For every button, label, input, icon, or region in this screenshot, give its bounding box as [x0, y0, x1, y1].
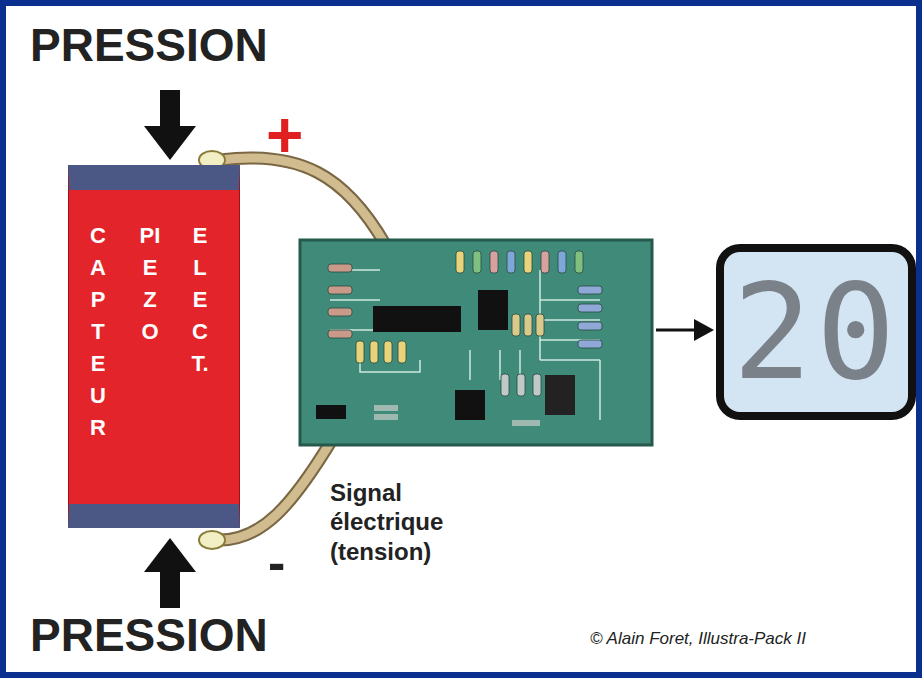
- resistor-symbol: [512, 314, 520, 336]
- resistor-symbol: [536, 314, 544, 336]
- pressure-label: PRESSION: [30, 610, 268, 661]
- vertical-label: PIEZO: [139, 220, 161, 348]
- polarity-sign: +: [266, 100, 303, 170]
- resistor-symbol: [524, 314, 532, 336]
- resistor-symbol: [356, 341, 364, 363]
- resistor-symbol: [558, 251, 566, 273]
- resistor-symbol: [384, 341, 392, 363]
- resistor-symbol: [575, 251, 583, 273]
- circuit-board: [300, 240, 652, 445]
- resistor-symbol: [370, 341, 378, 363]
- vertical-label: CAPTEUR: [87, 220, 109, 444]
- resistor-symbol: [533, 374, 541, 396]
- resistor-symbol: [398, 341, 406, 363]
- pressure-label: PRESSION: [30, 20, 268, 71]
- resistor-symbol: [490, 251, 498, 273]
- resistor-symbol: [541, 251, 549, 273]
- resistor-symbol: [473, 251, 481, 273]
- resistor-symbol: [578, 304, 602, 312]
- resistor-symbol: [456, 251, 464, 273]
- signal-label: Signal électrique (tension): [330, 478, 500, 566]
- copyright: © Alain Foret, Illustra-Pack II: [590, 630, 806, 649]
- resistor-symbol: [328, 264, 352, 272]
- display-value: 20: [733, 266, 900, 398]
- polarity-sign: -: [268, 534, 285, 591]
- resistor-symbol: [501, 374, 509, 396]
- resistor-symbol: [517, 374, 525, 396]
- resistor-symbol: [328, 286, 352, 294]
- vertical-label: ELECT.: [189, 220, 211, 380]
- resistor-symbol: [578, 322, 602, 330]
- digital-display: 20: [716, 244, 916, 420]
- resistor-symbol: [578, 340, 602, 348]
- resistor-symbol: [328, 308, 352, 316]
- output-arrow: [656, 319, 714, 341]
- piezo-sensor: CAPTEUR PIEZO ELECT.: [68, 165, 240, 528]
- resistor-symbol: [507, 251, 515, 273]
- resistor-symbol: [578, 286, 602, 294]
- resistor-symbol: [328, 330, 352, 338]
- resistor-symbol: [524, 251, 532, 273]
